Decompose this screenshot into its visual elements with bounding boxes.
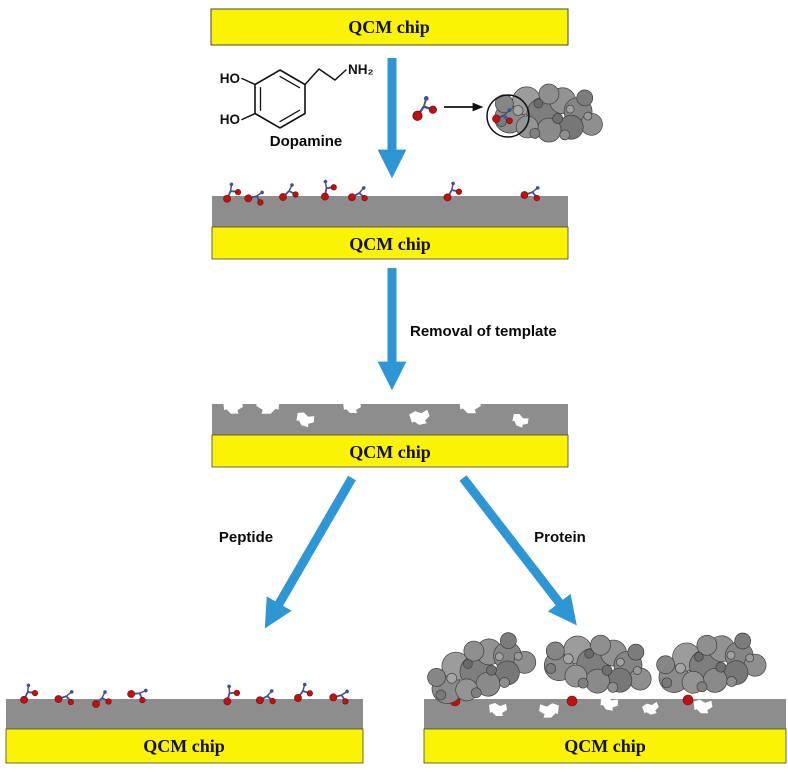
imprinted-cavity-chip: QCM chip	[211, 396, 569, 468]
qcm-chip-label: QCM chip	[348, 17, 430, 37]
peptide-rebound-chip: QCM chip	[5, 680, 364, 764]
bound-template-site	[682, 694, 694, 706]
protein-blob-icon	[540, 627, 657, 701]
removal-of-template-label: Removal of template	[410, 323, 557, 340]
double-bond	[279, 109, 301, 123]
polymer-layer	[212, 196, 568, 227]
protein-bound-chip: QCM chip	[420, 622, 787, 764]
peptide-label: Peptide	[219, 529, 273, 546]
template-protein-complex	[408, 80, 605, 146]
hydroxyl-bond-bottom	[241, 112, 256, 121]
template-removal-step: Removal of template	[377, 268, 557, 391]
chip-electrode-layer	[5, 728, 364, 764]
binding-site-circle	[486, 94, 530, 138]
qcm-chip-label: QCM chip	[349, 442, 431, 462]
rebinding-branches: Peptide Protein	[219, 475, 586, 629]
hydroxyl-label-bottom: HO	[220, 112, 240, 127]
chain-bond-3	[334, 69, 347, 81]
template-molecule-icon	[408, 93, 440, 123]
double-bond	[279, 75, 301, 89]
benzene-ring	[254, 69, 306, 129]
qcm-chip-label: QCM chip	[143, 736, 225, 756]
bare-qcm-chip: QCM chip	[210, 8, 569, 46]
amine-label: NH₂	[348, 62, 374, 77]
hydroxyl-label-top: HO	[220, 71, 240, 86]
chip-electrode-layer	[211, 434, 569, 468]
qcm-chip-label: QCM chip	[349, 234, 431, 254]
chip-electrode-layer	[210, 8, 569, 46]
polymer-layer	[6, 699, 363, 729]
chain-bond-1	[304, 68, 320, 86]
chip-electrode-layer	[423, 728, 787, 764]
dopamine-label: Dopamine	[270, 133, 343, 150]
protein-arrow	[459, 475, 577, 626]
qcm-chip-label: QCM chip	[564, 736, 646, 756]
peptide-arrow	[264, 475, 356, 629]
chip-electrode-layer	[211, 226, 569, 260]
hydroxyl-bond-top	[241, 77, 256, 86]
chain-bond-2	[318, 68, 336, 81]
dopamine-structure: HO HO NH₂ Dopamine	[220, 62, 374, 150]
protein-label: Protein	[534, 529, 586, 546]
protein-blob-icon	[652, 625, 770, 703]
bound-template-site	[566, 695, 578, 707]
protein-blob-icon	[493, 80, 605, 146]
imprinted-chip: QCM chip	[211, 175, 569, 260]
